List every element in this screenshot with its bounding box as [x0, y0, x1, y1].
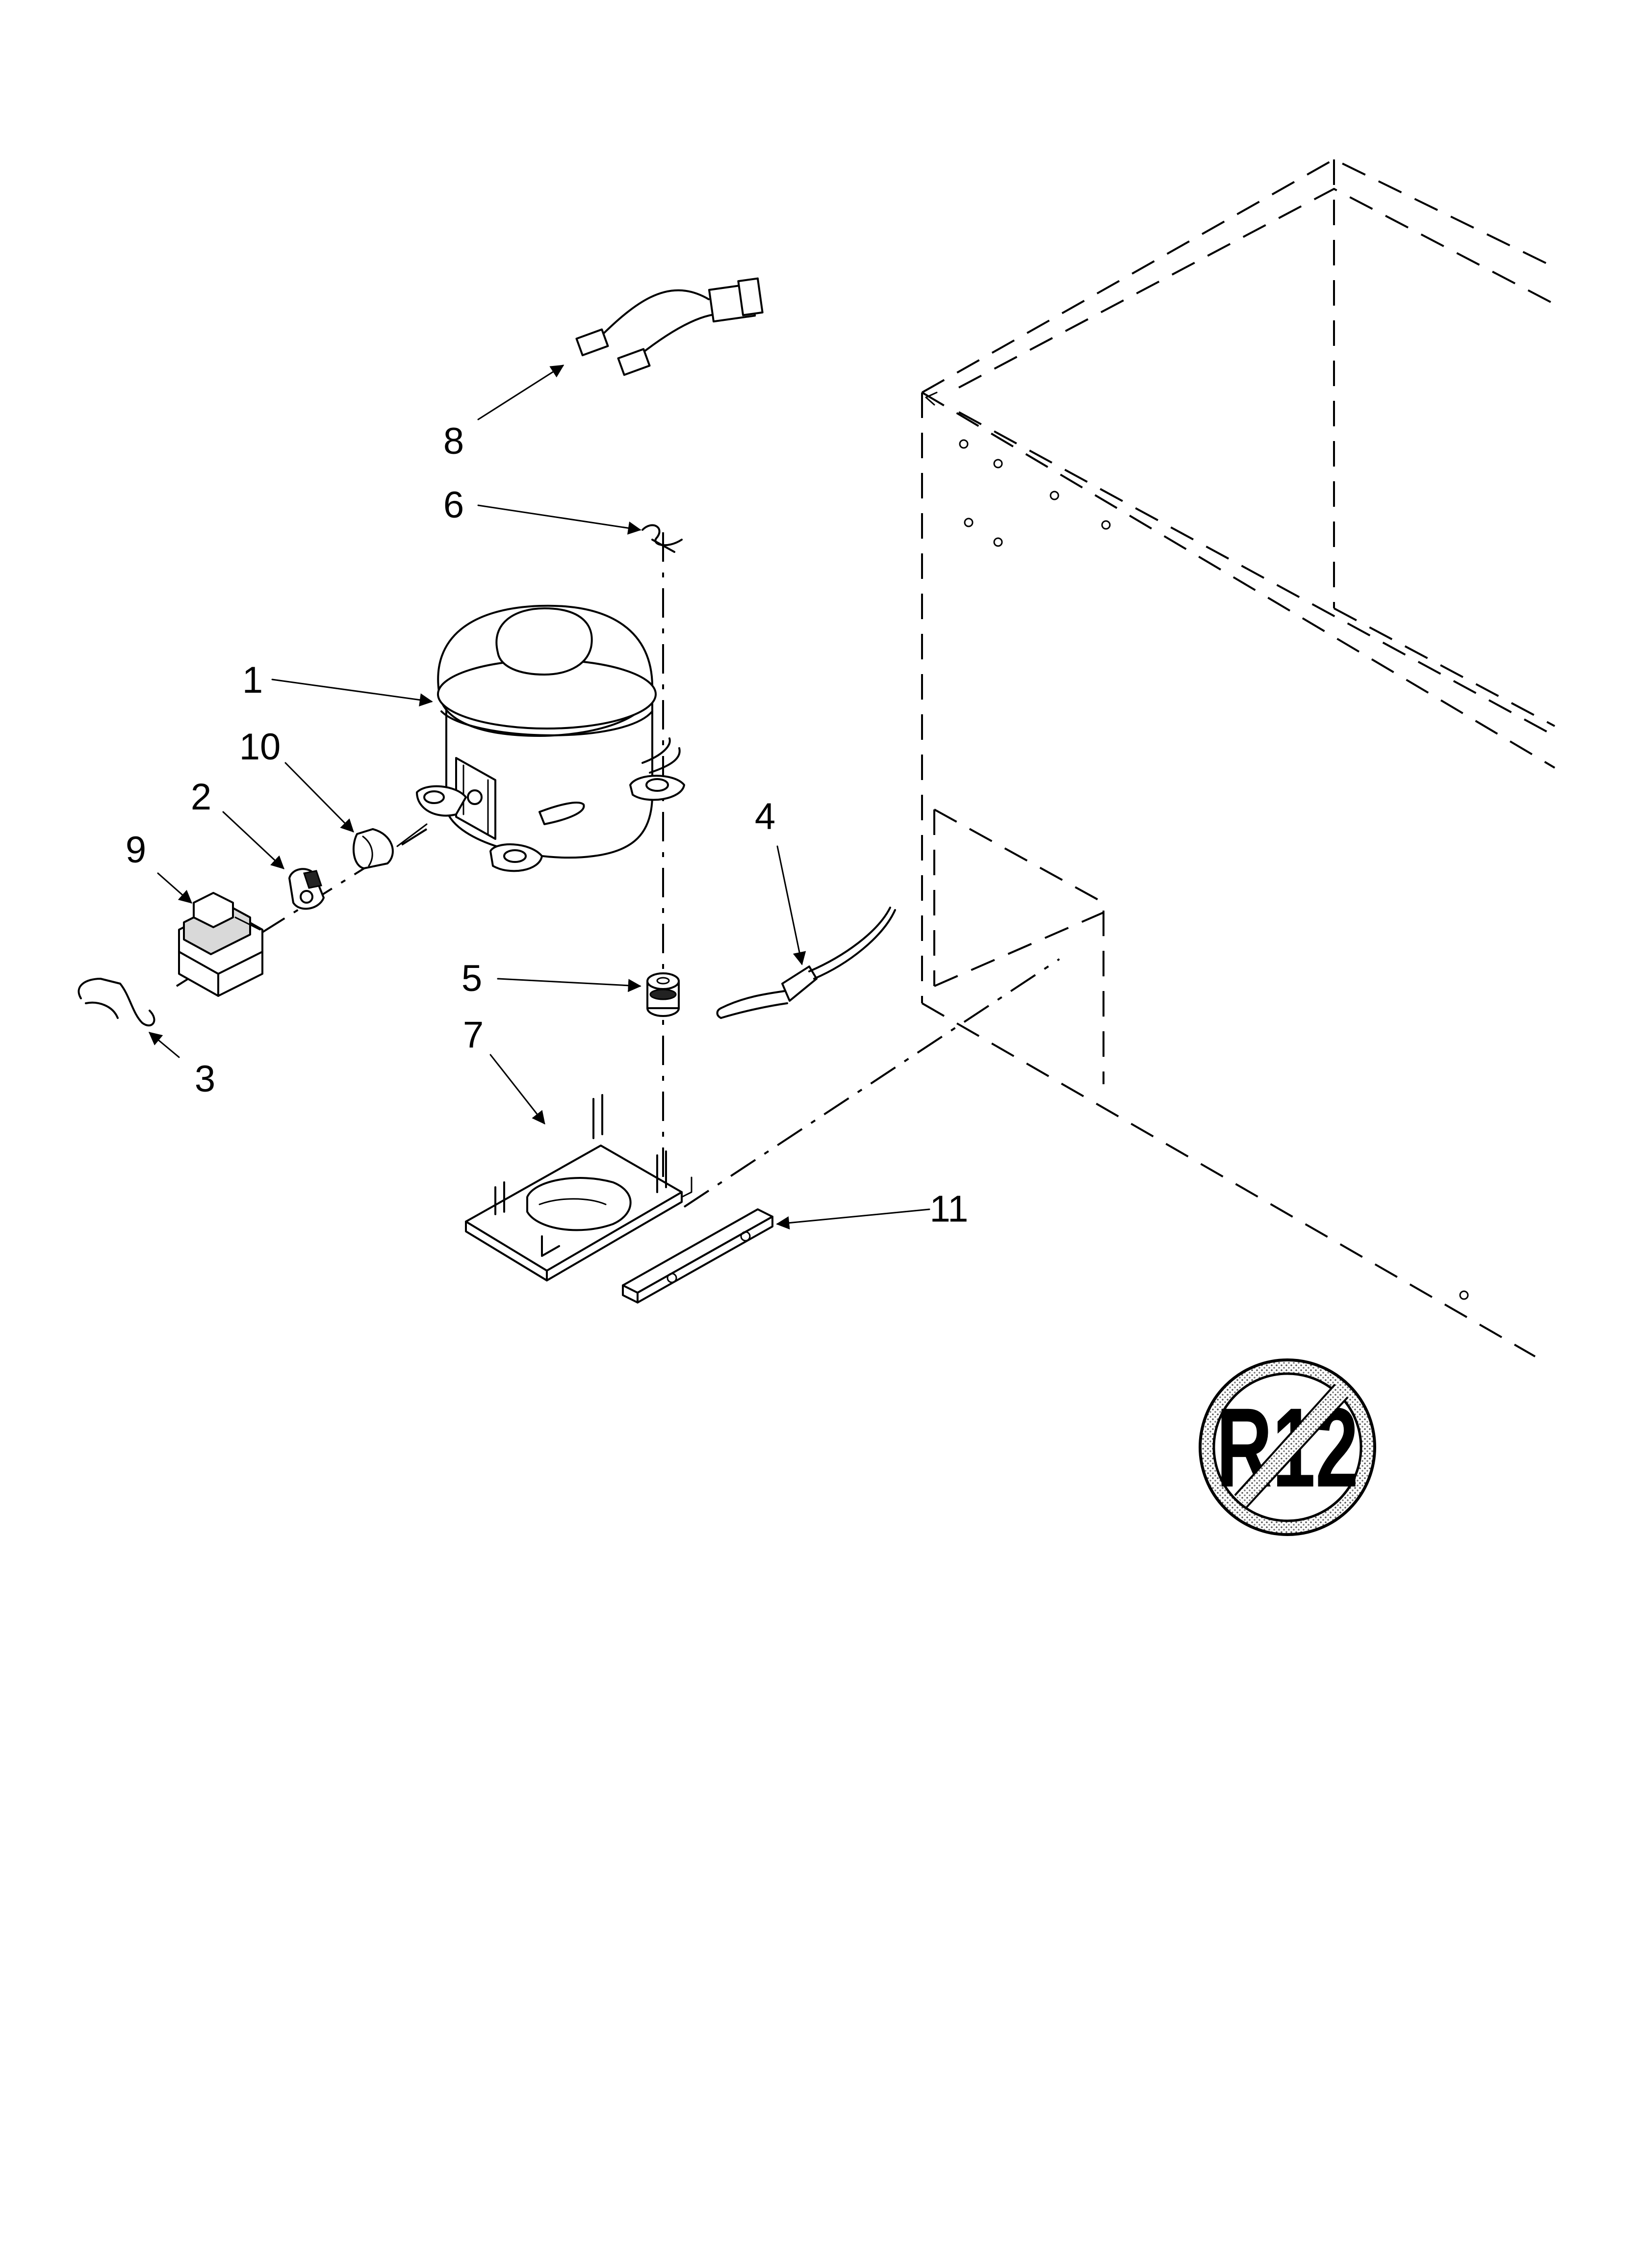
callout-3: 3	[195, 1058, 215, 1100]
cabinet-screw-holes	[959, 439, 1469, 1300]
relay-clip	[77, 978, 155, 1027]
callout-11: 11	[930, 1188, 969, 1230]
callout-numbers: 1 10 2 9 3 8 6 4 5 7 11	[126, 420, 969, 1230]
callout-10: 10	[239, 726, 281, 768]
callout-8: 8	[443, 420, 464, 462]
leader-lines	[148, 365, 930, 1230]
clip	[641, 524, 683, 553]
drier-tube	[716, 907, 896, 1019]
callout-1: 1	[242, 659, 263, 701]
wire-harness	[575, 277, 764, 376]
terminal-cover	[352, 823, 428, 869]
compressor	[416, 604, 685, 872]
grommet	[646, 972, 680, 1017]
angle-bracket	[622, 1208, 773, 1303]
callout-5: 5	[462, 958, 482, 999]
base-plate	[465, 1094, 693, 1281]
cabinet-outline	[921, 158, 1556, 1357]
callout-9: 9	[126, 829, 146, 871]
overload	[288, 868, 325, 910]
callout-4: 4	[755, 796, 775, 837]
relay	[178, 892, 263, 997]
callout-6: 6	[443, 484, 464, 526]
callout-2: 2	[191, 776, 211, 818]
callout-7: 7	[463, 1014, 484, 1056]
no-r12-symbol: R12	[1199, 1358, 1376, 1536]
